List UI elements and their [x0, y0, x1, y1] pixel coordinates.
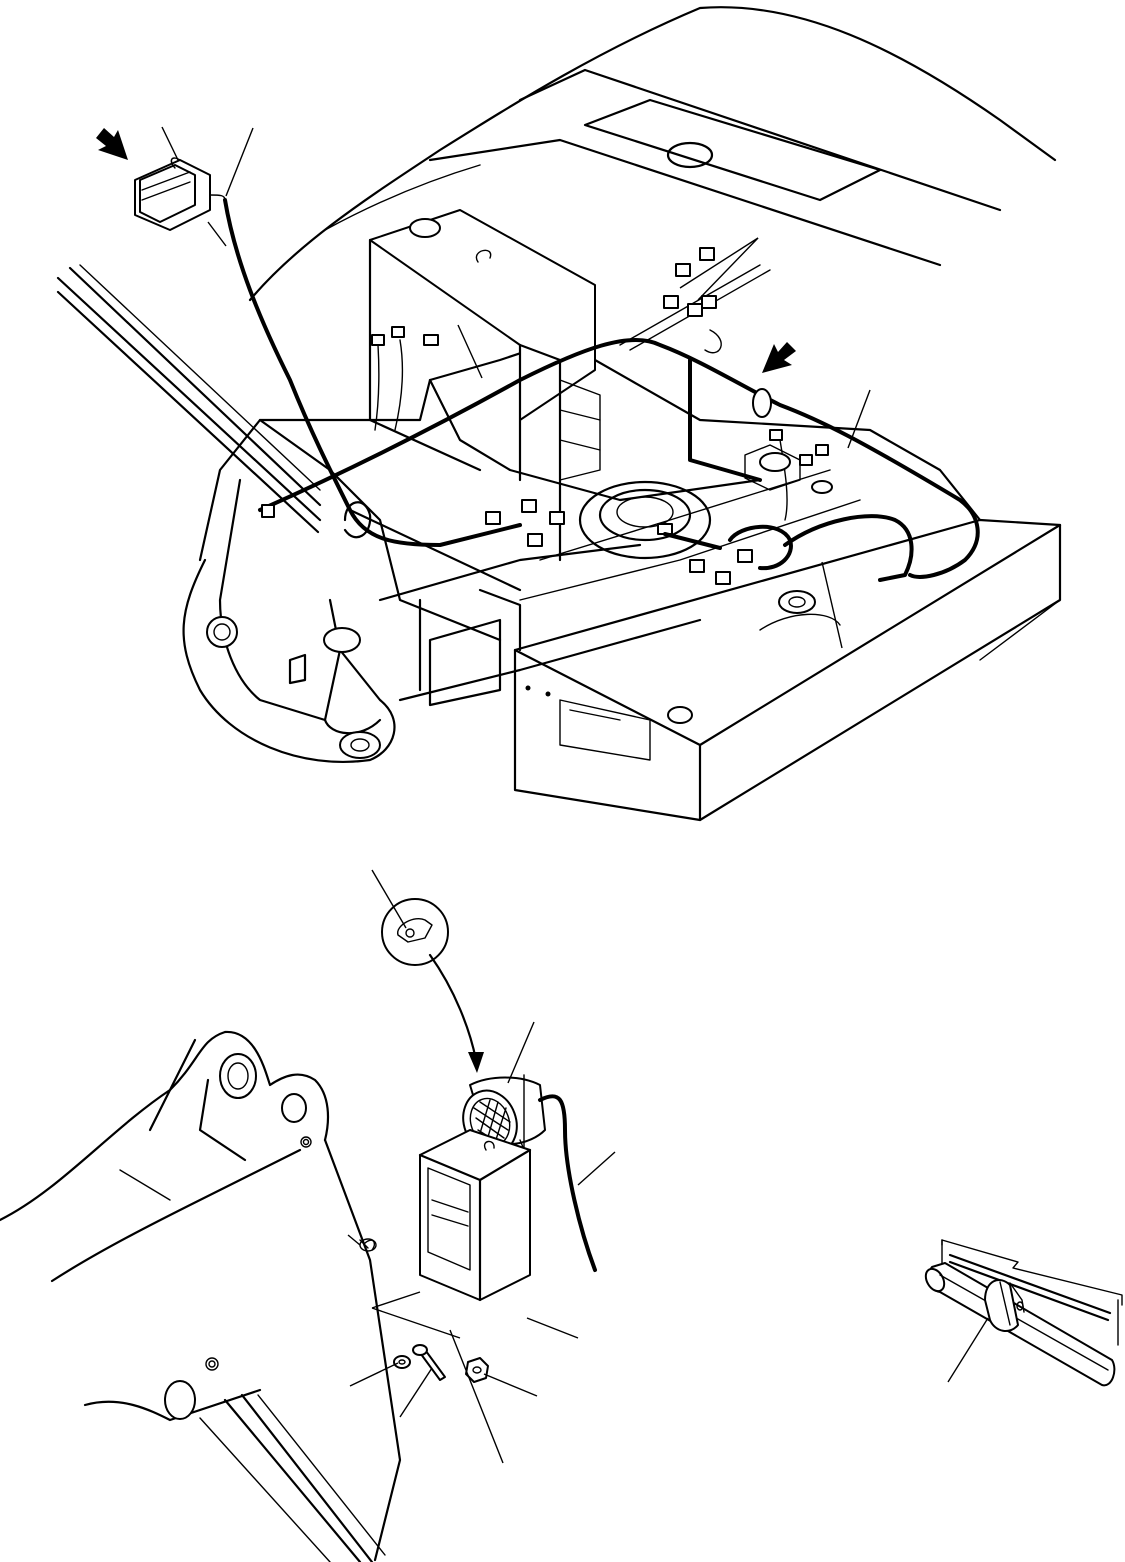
- hydraulic-tank: [369, 209, 596, 421]
- hardware: [393, 1344, 489, 1383]
- light-connector: [134, 157, 226, 231]
- leader-lines-bottom: [347, 869, 616, 1464]
- boom-arm-upper: [56, 276, 322, 522]
- connector-cluster-right: [657, 429, 829, 585]
- counterweight-cover: [248, 6, 1057, 302]
- tank-cap: [409, 218, 441, 238]
- boom-pin-boss: [219, 1053, 257, 1099]
- connector-cluster-top: [663, 247, 722, 354]
- swing-bearing: [578, 480, 712, 560]
- arrow-icon: [96, 128, 128, 160]
- arrow-icon: [762, 342, 796, 373]
- leader-lines-top: [161, 126, 871, 649]
- washer: [393, 1355, 411, 1369]
- cable-clamp: [984, 1279, 1019, 1332]
- cover-panel: [583, 98, 882, 202]
- bulb-inset: [381, 898, 484, 1073]
- harness-grommet: [752, 388, 772, 418]
- boom-outline: [0, 1030, 330, 1222]
- main-harness: [258, 337, 980, 579]
- upper-frame-assembly: [56, 6, 1062, 822]
- clamp-detail: [924, 1239, 1123, 1387]
- frame-deck: [513, 518, 1062, 822]
- connector-cluster-left: [371, 326, 439, 431]
- boom-foot-bracket: [182, 558, 396, 764]
- nut: [465, 1357, 489, 1383]
- counterweight-inner-edge: [428, 138, 942, 267]
- boom-assembly: [0, 1030, 402, 1562]
- connector-cluster-center: [485, 499, 565, 547]
- light-bracket: [418, 1074, 532, 1302]
- cover-plug: [666, 141, 714, 169]
